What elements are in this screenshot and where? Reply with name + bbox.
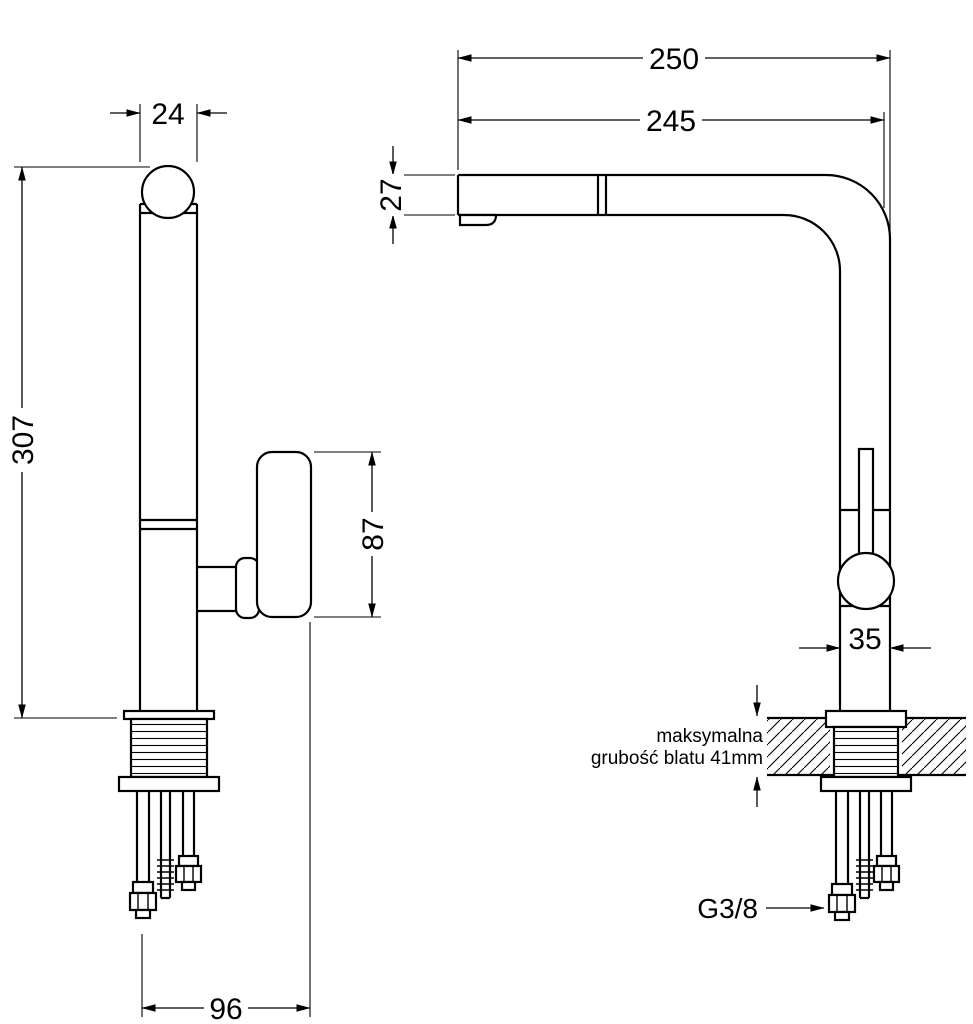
- thread-size-annotation: G3/8: [697, 893, 825, 924]
- countertop-band: [767, 716, 966, 777]
- countertop-note-line2: grubość blatu 41mm: [591, 748, 763, 769]
- dimension-307: 307: [7, 166, 150, 719]
- mounting-washer: [819, 775, 913, 793]
- svg-text:96: 96: [209, 993, 242, 1024]
- dimension-96: 96: [141, 622, 311, 1024]
- spout-inner-edge: [458, 213, 842, 711]
- front-view: [456, 173, 913, 922]
- dimension-245: 245: [457, 105, 885, 208]
- countertop-note-line1: maksymalna: [656, 726, 763, 747]
- svg-text:35: 35: [848, 623, 881, 656]
- lever-ball-joint: [836, 551, 896, 611]
- svg-text:24: 24: [151, 98, 184, 131]
- mounting-hardware-side: [128, 791, 203, 920]
- svg-text:87: 87: [357, 517, 390, 550]
- dim-label-24: 24: [147, 98, 189, 131]
- lever-stick: [857, 447, 875, 560]
- threaded-shank: [832, 725, 900, 779]
- dimension-27: 27: [375, 146, 455, 244]
- dim-label-27: 27: [375, 174, 408, 216]
- countertop-thickness-annotation: maksymalna grubość blatu 41mm: [591, 685, 763, 807]
- mounting-hardware-front: [827, 791, 901, 922]
- spout-cap: [140, 164, 196, 220]
- dim-label-96: 96: [204, 993, 248, 1024]
- dimension-250: 250: [457, 43, 891, 235]
- dim-label-250: 250: [643, 43, 705, 76]
- base-flange-side: [122, 709, 216, 721]
- dimension-24: 24: [110, 98, 227, 162]
- handle-joint: [234, 556, 261, 620]
- dim-label-35: 35: [845, 623, 885, 656]
- svg-text:307: 307: [7, 415, 40, 465]
- dimension-35: 35: [799, 623, 931, 656]
- svg-text:27: 27: [375, 178, 408, 211]
- dimension-87: 87: [314, 451, 390, 618]
- svg-text:245: 245: [646, 105, 696, 138]
- base-flange: [824, 709, 908, 729]
- aerator: [458, 213, 498, 227]
- side-view: [117, 164, 313, 920]
- spout-outer-edge: [458, 173, 892, 711]
- dim-label-245: 245: [640, 105, 702, 138]
- thread-size-label: G3/8: [697, 893, 758, 924]
- mounting-washer-side: [117, 775, 221, 793]
- svg-text:250: 250: [649, 43, 699, 76]
- dim-label-87: 87: [357, 512, 390, 556]
- threaded-shank-side: [129, 717, 209, 779]
- dim-label-307: 307: [7, 408, 40, 472]
- handle-paddle: [255, 450, 313, 619]
